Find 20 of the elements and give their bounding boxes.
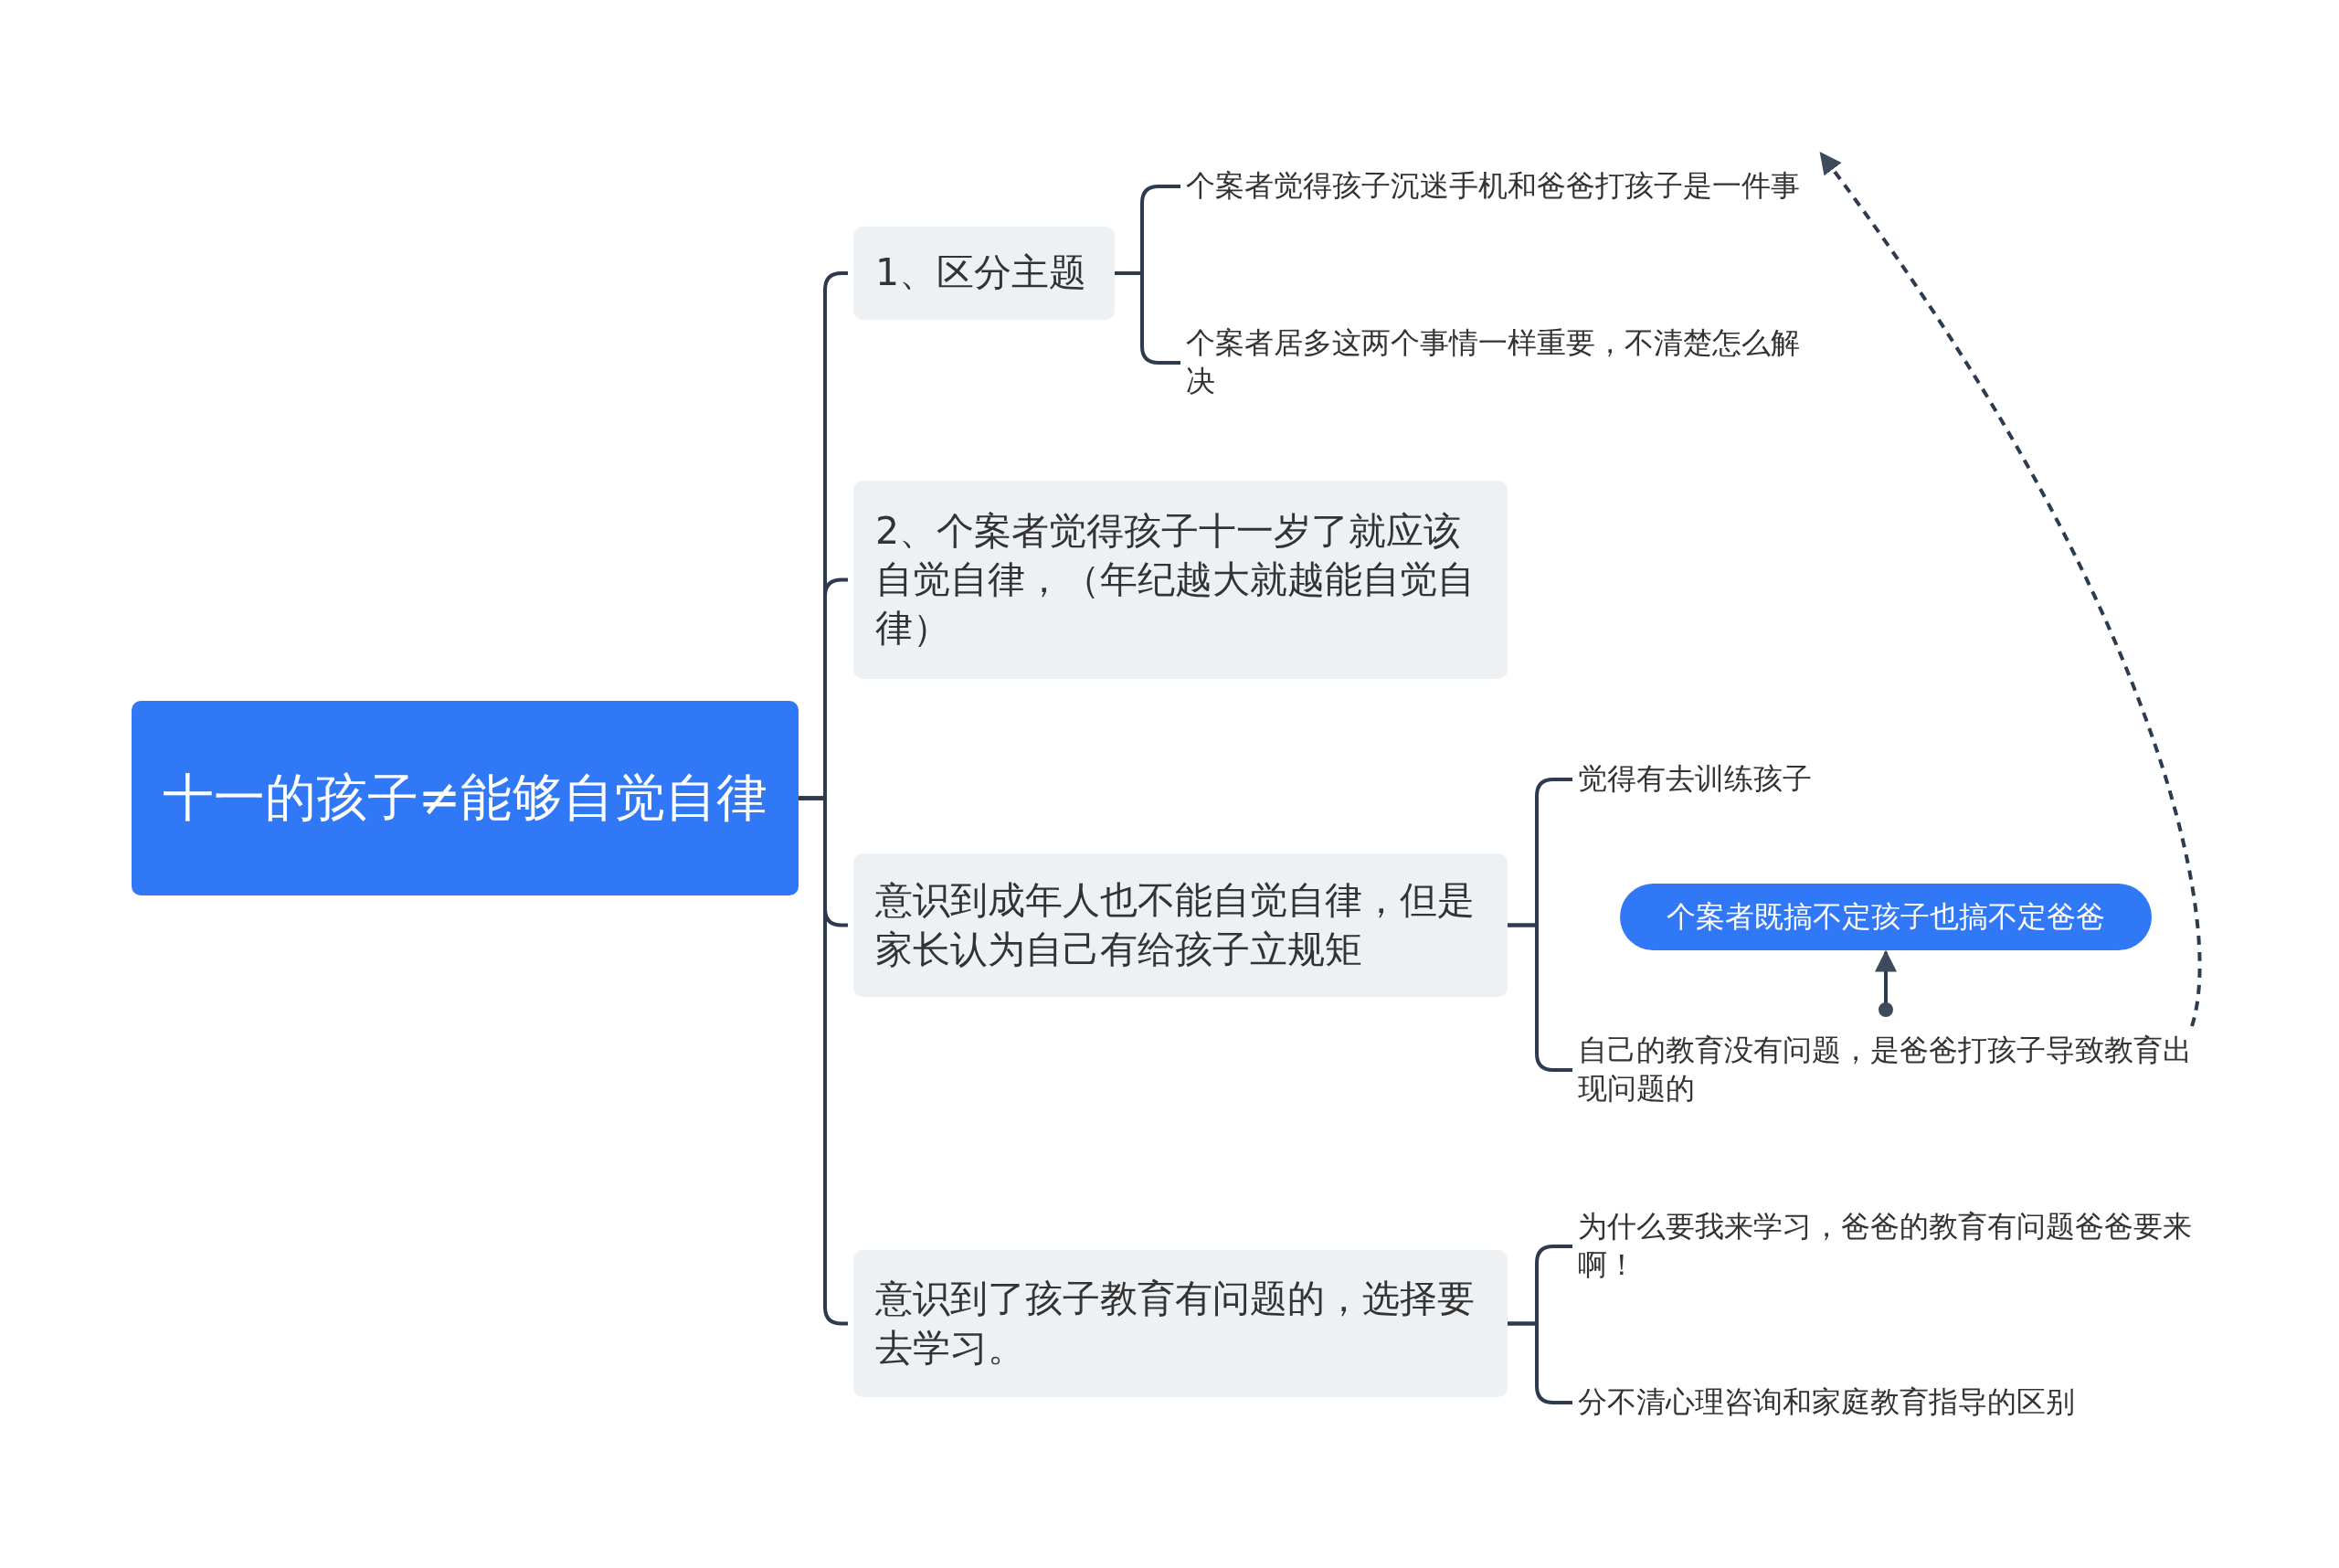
- leaf-text: 分不清心理咨询和家庭教育指导的区别: [1578, 1383, 2075, 1422]
- topic-text: 1、区分主题: [875, 249, 1087, 297]
- topic-text: 个案者既搞不定孩子也搞不定爸爸: [1667, 897, 2105, 936]
- leaf-text: 觉得有去训练孩子: [1578, 760, 1812, 799]
- leaf-text: 个案者居多这两个事情一样重要，不清楚怎么解决: [1186, 324, 1801, 400]
- topic-box: [853, 853, 1508, 997]
- topic-text: 意识到成年人也不能自觉自律，但是家长认为自己有给孩子立规矩: [875, 877, 1476, 973]
- topic-text: 意识到了孩子教育有问题的，选择要去学习。: [875, 1276, 1476, 1372]
- leaf-text: 自己的教育没有问题，是爸爸打孩子导致教育出现问题的: [1578, 1032, 2193, 1107]
- branch-line: [1115, 271, 1180, 365]
- topic-text: 十一的孩子≠能够自觉自律: [162, 767, 768, 830]
- topic-box: [853, 227, 1115, 320]
- arrow: [1875, 949, 1897, 1017]
- branch-line: [1508, 923, 1572, 1072]
- topic-box: [853, 1250, 1508, 1397]
- leaf-text: 为什么要我来学习，爸爸的教育有问题爸爸要来啊！: [1578, 1208, 2193, 1284]
- arrow: [1819, 152, 2202, 1027]
- root-topic-box: [132, 701, 799, 895]
- topic-text: 2、个案者觉得孩子十一岁了就应该自觉自律，（年纪越大就越能自觉自律）: [875, 507, 1476, 652]
- leaf-text: 个案者觉得孩子沉迷手机和爸爸打孩子是一件事: [1186, 167, 1800, 206]
